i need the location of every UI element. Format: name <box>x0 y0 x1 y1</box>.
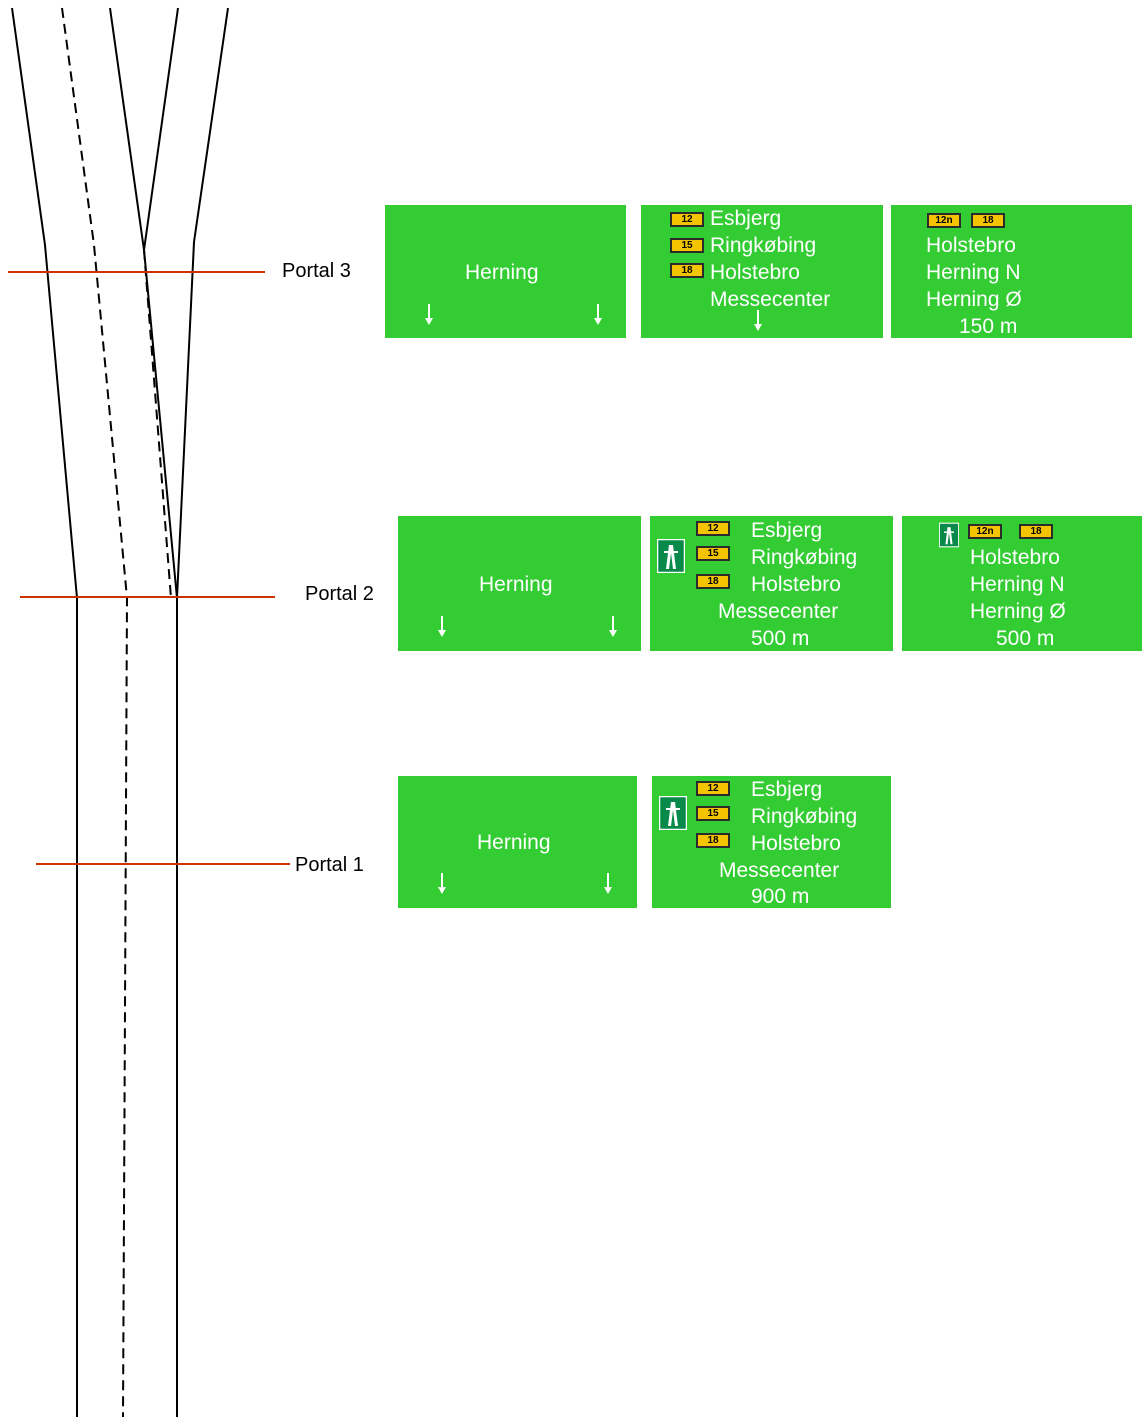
road-gore-left <box>109 7 178 1417</box>
portal-3-sign-through: 12 15 18 Esbjerg Ringkøbing Holstebro Me… <box>641 205 883 338</box>
road-gore-right <box>143 7 179 251</box>
route-shield-18: 18 <box>696 833 730 848</box>
motorway-icon <box>659 796 687 830</box>
sign-destination: Messecenter <box>710 288 831 311</box>
route-shield-18: 18 <box>696 574 730 589</box>
route-shield-18: 18 <box>971 213 1005 228</box>
sign-destination: Ringkøbing <box>710 234 817 257</box>
sign-destination: Herning N <box>926 261 1021 284</box>
sign-destination: Ringkøbing <box>751 805 858 828</box>
route-shield-18: 18 <box>1019 524 1053 539</box>
portal-1-sign-herning: Herning <box>398 776 637 908</box>
sign-destination: Herning <box>465 261 539 284</box>
road-right-edge <box>176 7 229 599</box>
down-arrow-icon <box>609 616 617 637</box>
sign-distance: 500 m <box>751 627 810 650</box>
portal-2-sign-exit: 12n 18 Holstebro Herning N Herning Ø 500… <box>902 516 1142 651</box>
sign-destination: Herning <box>479 573 553 596</box>
sign-distance: 900 m <box>751 885 810 908</box>
sign-destination: Esbjerg <box>751 519 823 542</box>
down-arrow-icon <box>438 873 446 894</box>
motorway-icon <box>939 522 959 548</box>
portal-1-label: Portal 1 <box>295 854 364 876</box>
route-shield-12: 12 <box>696 781 730 796</box>
route-shield-15: 15 <box>696 806 730 821</box>
sign-destination: Esbjerg <box>751 778 823 801</box>
sign-destination: Herning <box>477 831 551 854</box>
portal-1-sign-through: 12 15 18 Esbjerg Ringkøbing Holstebro Me… <box>652 776 891 908</box>
route-shield-12: 12 <box>670 212 704 227</box>
sign-destination: Messecenter <box>718 600 839 623</box>
road-lane-divider-right <box>143 249 172 599</box>
road-lane-divider-left <box>61 7 129 1418</box>
down-arrow-icon <box>438 616 446 637</box>
sign-destination: Holstebro <box>970 546 1060 569</box>
road-left-edge <box>11 7 78 1417</box>
route-shield-18: 18 <box>670 263 704 278</box>
portal-2-sign-through: 12 15 18 Esbjerg Ringkøbing Holstebro Me… <box>650 516 893 651</box>
route-shield-12n: 12n <box>968 524 1002 539</box>
sign-distance: 150 m <box>959 315 1018 338</box>
sign-destination: Messecenter <box>719 859 840 882</box>
portal-3-label: Portal 3 <box>282 260 351 282</box>
portal-3-sign-herning: Herning <box>385 205 626 338</box>
sign-destination: Ringkøbing <box>751 546 858 569</box>
sign-destination: Herning Ø <box>926 288 1022 311</box>
sign-destination: Herning Ø <box>970 600 1066 623</box>
motorway-icon <box>657 539 685 573</box>
portal-3-sign-exit: 12n 18 Holstebro Herning N Herning Ø 150… <box>891 205 1132 338</box>
sign-destination: Holstebro <box>710 261 800 284</box>
sign-destination: Esbjerg <box>710 207 782 230</box>
sign-destination: Holstebro <box>751 832 841 855</box>
route-shield-12: 12 <box>696 521 730 536</box>
down-arrow-icon <box>594 304 602 325</box>
down-arrow-icon <box>754 310 762 331</box>
sign-destination: Herning N <box>970 573 1065 596</box>
route-shield-12n: 12n <box>927 213 961 228</box>
sign-destination: Holstebro <box>926 234 1016 257</box>
portal-2-sign-herning: Herning <box>398 516 641 651</box>
down-arrow-icon <box>604 873 612 894</box>
route-shield-15: 15 <box>670 238 704 253</box>
down-arrow-icon <box>425 304 433 325</box>
portal-2-label: Portal 2 <box>305 583 374 605</box>
sign-distance: 500 m <box>996 627 1055 650</box>
sign-destination: Holstebro <box>751 573 841 596</box>
route-shield-15: 15 <box>696 546 730 561</box>
